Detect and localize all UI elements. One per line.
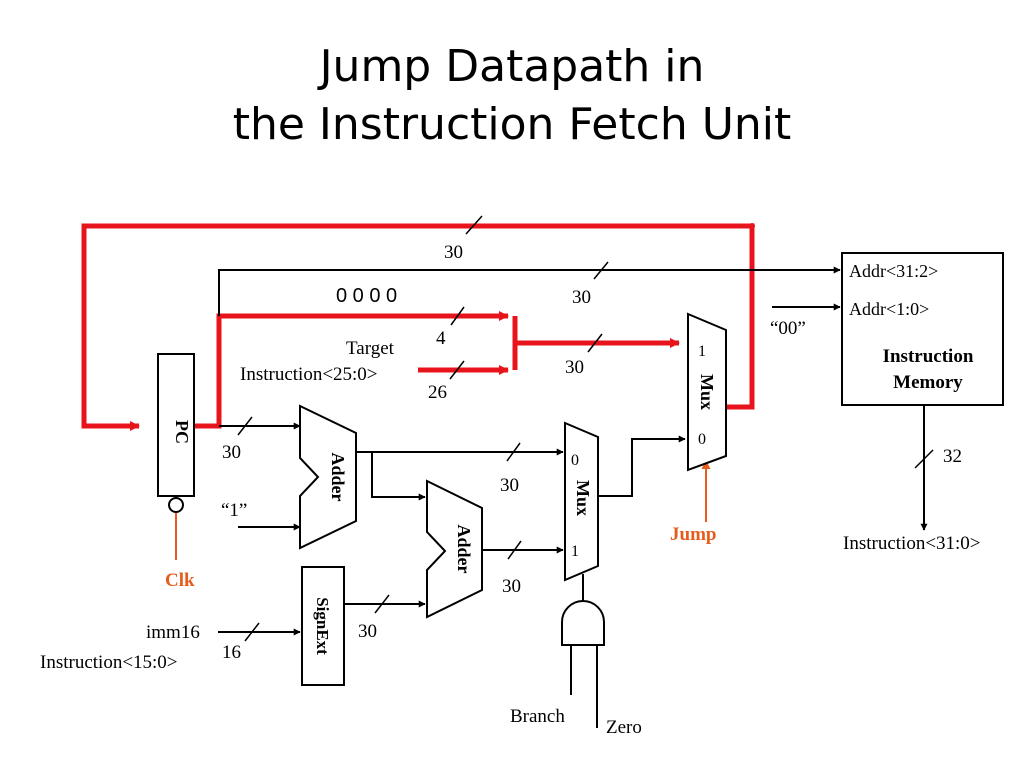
branch-label: Branch: [510, 706, 565, 727]
title-line-2: the Instruction Fetch Unit: [232, 99, 792, 150]
bus-slash: [449, 360, 465, 380]
branch-mux-label: Mux: [573, 480, 593, 516]
adder-2-label: Adder: [454, 525, 474, 574]
imem-title-1: Instruction: [883, 346, 974, 367]
pc-register: PC: [157, 353, 195, 513]
clk-label: Clk: [165, 570, 195, 591]
instr-31-0-label: Instruction<31:0>: [843, 533, 981, 554]
diagram-labels: 0 0 0 0 Target Instruction<25:0> “1” Clk…: [40, 242, 981, 738]
bus-width-label: 30: [500, 475, 519, 496]
bus-slash: [237, 416, 253, 436]
bus-width-label: 30: [358, 621, 377, 642]
and-gate: [561, 600, 605, 646]
bus-slash: [507, 540, 522, 560]
slide-title: Jump Datapath in the Instruction Fetch U…: [0, 38, 1024, 154]
zeros-two-label: “00”: [770, 318, 806, 339]
adder-1: Adder: [299, 404, 357, 550]
adder-2: Adder: [426, 479, 483, 619]
imem-title-2: Memory: [893, 372, 963, 393]
imem-addr-1-0: Addr<1:0>: [849, 299, 929, 319]
target-label: Target: [346, 338, 395, 359]
bus-slash: [593, 261, 609, 280]
bus-width-label: 16: [222, 642, 241, 663]
branch-mux: Mux 0 1: [564, 421, 599, 582]
adder-to-adder2-wire: [371, 452, 426, 501]
imm16-label: imm16: [146, 622, 200, 643]
bus-slash: [374, 594, 390, 614]
bus-slash: [450, 306, 465, 326]
pc-to-imem-wire: [218, 266, 841, 316]
jump-label: Jump: [670, 524, 716, 545]
bus-slash: [587, 333, 603, 353]
bus-width-label: 32: [943, 446, 962, 467]
jump-path-highlight: [81, 223, 755, 431]
bus-width-label: 30: [572, 287, 591, 308]
pc-upper-bits-wire: [194, 311, 509, 429]
feedback-junction: [749, 223, 755, 229]
bus-width-label: 30: [565, 357, 584, 378]
jump-mux-in1: 1: [698, 343, 706, 360]
one-const-label: “1”: [221, 500, 247, 521]
instr-15-0-label: Instruction<15:0>: [40, 652, 178, 673]
bus-width-label: 30: [502, 576, 521, 597]
branch-mux-in1: 1: [571, 543, 579, 560]
bus-width-label: 4: [436, 328, 446, 349]
bus-slash: [506, 442, 521, 462]
bus-width-label: 30: [444, 242, 463, 263]
instruction-memory: Addr<31:2> Addr<1:0> Instruction Memory: [841, 252, 1004, 406]
jump-mux: Mux 1 0: [687, 312, 727, 472]
feedback-wire: [81, 223, 755, 431]
sign-ext-label: SignExt: [313, 597, 332, 655]
jump-mux-in0: 0: [698, 431, 706, 448]
clk-bubble: [168, 497, 184, 513]
pc-label: PC: [172, 420, 192, 444]
instr-25-0-label: Instruction<25:0>: [240, 364, 378, 385]
mux-to-jumpmux-wire: [598, 435, 686, 497]
bus-slashes: [237, 215, 934, 642]
jump-mux-label: Mux: [697, 374, 717, 410]
black-wires: [218, 266, 928, 728]
bus-slash: [465, 215, 483, 235]
control-wires: [175, 460, 711, 560]
zeros-label: 0 0 0 0: [336, 285, 397, 307]
title-line-1: Jump Datapath in: [319, 41, 705, 92]
bus-slash: [914, 449, 934, 469]
imem-addr-31-2: Addr<31:2>: [849, 261, 938, 281]
zero-label: Zero: [606, 717, 642, 738]
bus-width-label: 26: [428, 382, 447, 403]
bus-slash: [244, 622, 260, 642]
adder-1-label: Adder: [328, 453, 348, 502]
branch-mux-in0: 0: [571, 452, 579, 469]
bus-width-label: 30: [222, 442, 241, 463]
sign-extender: SignExt: [301, 566, 345, 686]
